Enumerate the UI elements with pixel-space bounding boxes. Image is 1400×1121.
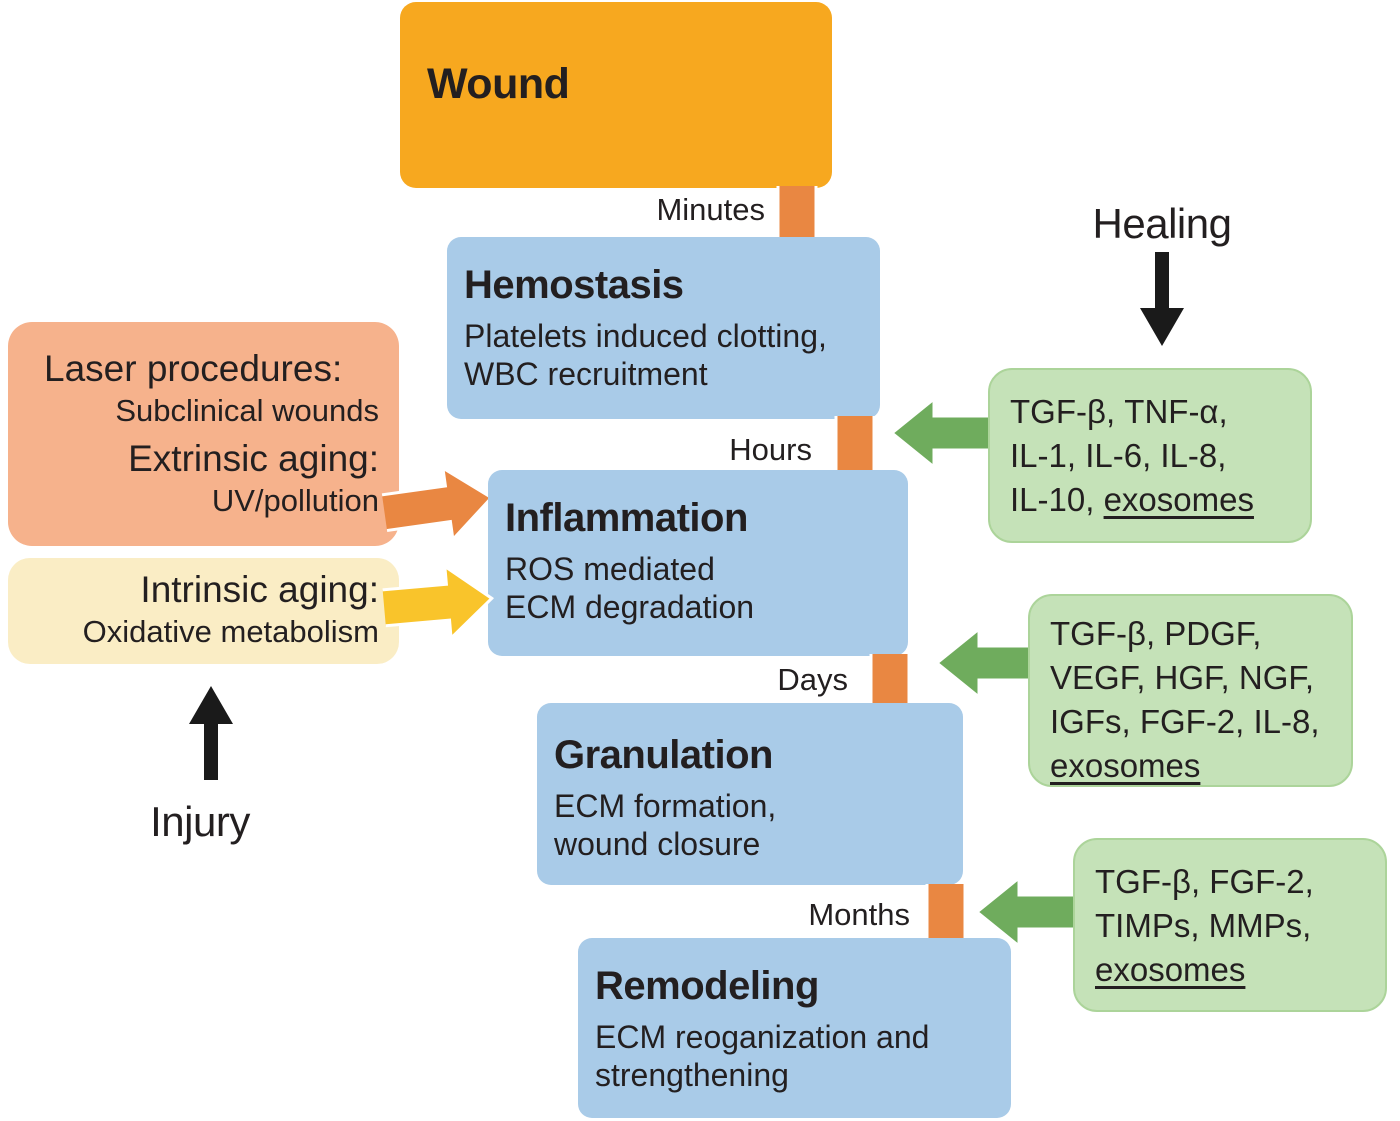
injury-label: Injury [150, 798, 250, 845]
laser-heading: Laser procedures: [44, 348, 343, 389]
arrow-intrinsic-to-inflammation [380, 563, 495, 642]
laser-procedures-box: Laser procedures: Subclinical wounds Ext… [8, 322, 399, 546]
mediator-box-granulation-remodeling: TGF-β, FGF-2, TIMPs, MMPs, exosomes [1073, 838, 1387, 1012]
remodeling-title: Remodeling [595, 964, 819, 1008]
injury-up-arrow [189, 686, 233, 780]
mediator-box-inflammation-granulation: TGF-β, PDGF, VEGF, HGF, NGF, IGFs, FGF-2… [1028, 594, 1353, 787]
granulation-stage-box: Granulation ECM formation, wound closure [537, 703, 963, 885]
mediator1-line3: IL-10, exosomes [1010, 478, 1302, 522]
hours-label: Hours [729, 432, 812, 467]
inflammation-line2: ECM degradation [505, 589, 755, 625]
mediator1-line1: TGF-β, TNF-α, [1010, 393, 1228, 430]
days-label: Days [777, 662, 848, 697]
granulation-title: Granulation [554, 733, 773, 777]
mediator-box-hemostasis-inflammation: TGF-β, TNF-α, IL-1, IL-6, IL-8, IL-10, e… [988, 368, 1312, 543]
granulation-line2: wound closure [554, 826, 761, 862]
mediator2-exosomes: exosomes [1050, 747, 1201, 784]
mediator3-line1: TGF-β, FGF-2, [1095, 863, 1314, 900]
mediator2-line3: IGFs, FGF-2, IL-8, [1050, 703, 1320, 740]
arrow-laser-to-inflammation [379, 465, 494, 543]
mediator1-exosomes: exosomes [1103, 481, 1254, 518]
mediator2-line4: exosomes [1050, 744, 1343, 788]
mediator3-exosomes: exosomes [1095, 951, 1246, 988]
hemostasis-title: Hemostasis [464, 263, 684, 307]
mediator3-line2: TIMPs, MMPs, [1095, 907, 1312, 944]
extrinsic-sub: UV/pollution [211, 483, 379, 518]
remodeling-line2: strengthening [595, 1057, 789, 1093]
inflammation-line1: ROS mediated [505, 551, 715, 587]
hemostasis-line2: WBC recruitment [464, 356, 708, 392]
wound-stage-box: Wound [400, 2, 832, 188]
mediator2-line2: VEGF, HGF, NGF, [1050, 659, 1315, 696]
mediator2-line1: TGF-β, PDGF, [1050, 615, 1262, 652]
mediator1-line2: IL-1, IL-6, IL-8, [1010, 437, 1227, 474]
intrinsic-aging-box: Intrinsic aging: Oxidative metabolism [8, 558, 399, 664]
remodeling-stage-box: Remodeling ECM reoganization and strengt… [578, 938, 1011, 1118]
healing-down-arrow [1140, 252, 1184, 346]
intrinsic-sub: Oxidative metabolism [82, 614, 379, 649]
granulation-line1: ECM formation, [554, 788, 777, 824]
intrinsic-heading: Intrinsic aging: [140, 569, 379, 610]
months-label: Months [808, 897, 910, 932]
extrinsic-heading: Extrinsic aging: [128, 438, 379, 479]
hemostasis-line1: Platelets induced clotting, [464, 318, 827, 354]
wound-title: Wound [427, 60, 570, 108]
minutes-label: Minutes [656, 192, 765, 227]
laser-sub: Subclinical wounds [115, 393, 379, 428]
inflammation-title: Inflammation [505, 496, 748, 540]
hemostasis-stage-box: Hemostasis Platelets induced clotting, W… [447, 237, 880, 419]
mediator1-line3-prefix: IL-10, [1010, 481, 1104, 518]
mediator3-line3: exosomes [1095, 948, 1377, 992]
healing-label: Healing [1092, 200, 1232, 247]
remodeling-line1: ECM reoganization and [595, 1019, 930, 1055]
inflammation-stage-box: Inflammation ROS mediated ECM degradatio… [488, 470, 908, 656]
